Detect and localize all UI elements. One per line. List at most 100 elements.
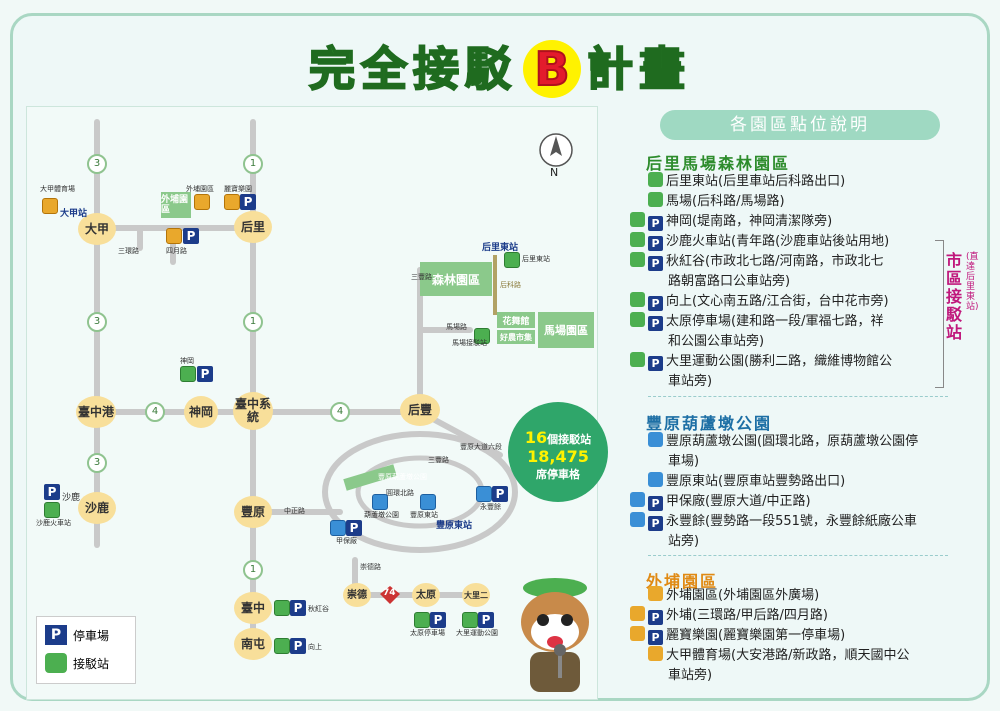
node-nantun[interactable]: 南屯 [234,628,272,660]
bus-icon [274,638,290,654]
list-item[interactable]: 大甲體育場(大安港路/新政路，順天國中公 [648,646,909,666]
parking-icon: P [648,216,663,231]
label-sanhuan: 三環路 [118,247,139,255]
route-badge-1: 1 [243,154,263,174]
node-chongde[interactable]: 崇德 [343,583,371,607]
label-huludun-small: 葫蘆墩公園 [364,511,399,519]
list-item-cont: 站旁) [668,534,700,549]
node-houli[interactable]: 后里 [234,211,272,243]
route-74-label: 74 [383,588,396,598]
huludun-park-strip [343,464,397,491]
bus-icon [630,492,645,507]
route-badge-1: 1 [243,312,263,332]
label-huanzhong: 豐原葫蘆墩公園 [378,473,427,481]
label-fy-east-small: 豐原東站 [410,511,438,519]
list-item[interactable]: 外埔園區(外埔園區外廣場) [648,586,819,606]
label-horse-lane: 馬場路 [446,323,467,331]
label-fengyuan-east: 豐原東站 [436,521,473,531]
list-item-cont: 車場) [668,454,700,469]
divider [648,555,948,556]
legend-box: P 停車場 接駁站 [36,616,136,684]
list-item-cont: 路朝富路口公車站旁) [668,274,791,289]
section-header: 各園區點位說明 [660,110,940,140]
label-dajia-gym: 大甲體育場 [40,185,75,193]
route-badge-4: 4 [145,402,165,422]
label-houli-station: 后里東站 [482,243,519,253]
area-forest[interactable]: 森林園區 [420,262,492,296]
bus-icon [166,228,182,244]
label-libao: 麗寶樂園 [224,185,252,193]
label-xiangshang: 向上 [308,643,322,651]
node-fengyuan[interactable]: 豐原 [234,496,272,528]
parking-icon: P [648,496,663,511]
bus-icon [630,312,645,327]
bus-icon [224,194,240,210]
label-zhongzheng: 中正路 [284,507,305,515]
bus-icon [630,626,645,641]
area-horse[interactable]: 馬場園區 [538,312,594,348]
node-dali2[interactable]: 大里二 [462,583,490,607]
parking-icon: P [648,356,663,371]
route-badge-3: 3 [87,154,107,174]
bus-icon [504,252,520,268]
node-taichung[interactable]: 臺中 [234,592,272,624]
route-badge-3: 3 [87,453,107,473]
compass-icon [539,133,573,167]
label-shalu-train: 沙鹿火車站 [36,519,71,527]
node-taichung-port[interactable]: 臺中港 [76,396,116,428]
bus-icon [648,646,663,661]
area-waipu[interactable]: 外埔園區 [161,192,191,218]
label-sanfeng2: 三豐路 [428,456,449,464]
list-item-cont: 和公園公車站旁) [668,334,765,349]
node-taichung-system[interactable]: 臺中系統 [233,392,273,430]
side-label: 市區接駁站 [946,251,963,342]
bus-icon [648,172,663,187]
bracket [935,240,944,388]
parking-marker: P [44,484,60,500]
list-item[interactable]: 馬場(后科路/馬場路) [648,192,785,212]
label-dadao: 豐原大道六段 [460,443,502,451]
bus-legend-icon [45,653,67,673]
parking-marker: P [197,366,213,382]
label-shengang-small: 神岡 [180,357,194,365]
label-chongde-road: 崇德路 [360,563,381,571]
label-dajia-station: 大甲站 [60,209,88,219]
list-item[interactable]: 豐原東站(豐原車站豐勢路出口) [648,472,845,492]
parking-icon: P [648,610,663,625]
node-dajia[interactable]: 大甲 [78,213,116,245]
parking-marker: P [290,600,306,616]
bus-icon [474,328,490,344]
label-waipu-area: 外埔園區 [186,185,214,193]
list-item[interactable]: 豐原葫蘆墩公園(圓環北路，原葫蘆墩公園停 [648,432,918,452]
route-badge-1: 1 [243,560,263,580]
node-taiyuan[interactable]: 太原 [412,583,440,607]
divider [648,396,948,397]
node-shalu[interactable]: 沙鹿 [78,492,116,524]
parking-icon: P [648,630,663,645]
bus-icon [630,606,645,621]
parking-legend-icon: P [45,625,67,645]
bus-icon [630,352,645,367]
list-item[interactable]: 后里東站(后里車站后科路出口) [648,172,845,192]
node-shengang[interactable]: 神岡 [184,396,218,428]
bus-icon [630,292,645,307]
map-panel [26,106,598,700]
list-item-cont: 車站旁) [668,668,713,683]
parking-icon: P [648,256,663,271]
node-houfeng[interactable]: 后豐 [400,394,440,426]
bus-icon [414,612,430,628]
parking-icon: P [648,296,663,311]
parking-marker: P [183,228,199,244]
sec3-title: 外埔園區 [646,572,719,591]
